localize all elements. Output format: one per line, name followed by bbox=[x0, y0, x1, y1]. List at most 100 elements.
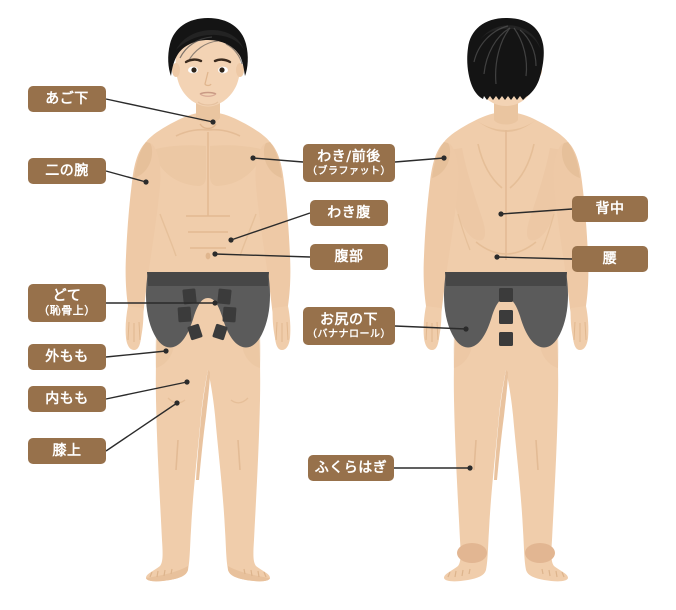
label-text-primary: 内もも bbox=[45, 390, 89, 407]
front-left-toes bbox=[149, 568, 173, 578]
front-left-eyebrow bbox=[184, 58, 203, 64]
label-text-primary: どて bbox=[52, 288, 82, 305]
label-uchi-momo[interactable]: 内もも bbox=[28, 386, 106, 412]
leader-dot-fukubu bbox=[212, 251, 218, 257]
front-left-arm bbox=[125, 142, 161, 323]
front-mouth bbox=[199, 91, 217, 95]
label-text-secondary: （ブラファット） bbox=[307, 165, 391, 177]
label-dote[interactable]: どて（恥骨上） bbox=[28, 284, 106, 322]
front-view-body bbox=[125, 18, 291, 582]
leader-line-koshi bbox=[496, 256, 573, 260]
back-left-calf-line bbox=[473, 439, 477, 471]
back-left-flank-line bbox=[457, 213, 471, 251]
label-text-primary: 腰 bbox=[602, 250, 618, 267]
leader-line-senaka bbox=[500, 208, 573, 215]
label-text-primary: 腹部 bbox=[334, 248, 364, 265]
label-text-primary: わき腹 bbox=[327, 204, 371, 221]
label-text-primary: ふくらはぎ bbox=[314, 459, 388, 476]
label-ago-shita[interactable]: あご下 bbox=[28, 86, 106, 112]
front-hair-highlight-1 bbox=[176, 30, 244, 50]
leader-line-soto-momo bbox=[105, 350, 167, 358]
front-hair-strand-3 bbox=[225, 43, 243, 65]
leader-dot-senaka bbox=[498, 211, 504, 217]
label-waki-bara[interactable]: わき腹 bbox=[310, 200, 388, 226]
leader-dot-waki-zengo bbox=[441, 155, 447, 161]
label-text-secondary: （恥骨上） bbox=[38, 304, 96, 318]
leader-dot-hiza-ue bbox=[174, 400, 180, 406]
leader-line-waki-bara bbox=[230, 212, 311, 241]
leader-dot-koshi bbox=[494, 254, 500, 260]
front-right-arm bbox=[255, 142, 291, 323]
leader-line-ni-no-ude bbox=[105, 170, 147, 183]
back-right-scapula bbox=[509, 143, 535, 189]
back-right-fingers bbox=[573, 321, 587, 342]
front-right-collarbone bbox=[207, 128, 241, 137]
back-right-flank-line bbox=[541, 213, 555, 251]
front-right-foot-shade bbox=[228, 566, 270, 582]
back-hair-strands bbox=[473, 25, 537, 85]
back-underwear bbox=[444, 272, 568, 348]
front-right-fingers bbox=[275, 321, 289, 342]
leader-dot-uchi-momo bbox=[184, 379, 190, 385]
label-fukurahagi[interactable]: ふくらはぎ bbox=[308, 455, 394, 481]
front-left-oblique bbox=[159, 213, 177, 257]
front-left-collarbone bbox=[175, 128, 209, 137]
back-right-lowerback-line bbox=[505, 241, 537, 255]
front-lower-lip bbox=[199, 93, 217, 97]
front-underwear bbox=[146, 272, 270, 348]
front-left-fingers bbox=[127, 321, 141, 342]
leader-dot-soto-momo bbox=[163, 348, 169, 354]
leader-line-oshiri-no-shita bbox=[394, 325, 467, 330]
back-right-heel bbox=[525, 543, 555, 563]
leader-dot-oshiri-no-shita bbox=[463, 326, 469, 332]
front-chin-line bbox=[197, 101, 219, 106]
front-underwear-band bbox=[147, 272, 269, 286]
label-text-primary: 外もも bbox=[45, 348, 89, 365]
label-senaka[interactable]: 背中 bbox=[572, 196, 648, 222]
label-fukubu[interactable]: 腹部 bbox=[310, 244, 388, 270]
leader-dot-waki-bara bbox=[228, 237, 234, 243]
leader-dot-ago-shita bbox=[210, 119, 216, 125]
front-left-delt-shade bbox=[134, 142, 153, 178]
label-oshiri-no-shita[interactable]: お尻の下（バナナロール） bbox=[303, 307, 395, 345]
front-head bbox=[175, 26, 241, 107]
back-left-delt-shade bbox=[432, 142, 451, 178]
back-trap-shade bbox=[476, 120, 536, 132]
label-ni-no-ude[interactable]: 二の腕 bbox=[28, 158, 106, 184]
leader-line-waki-zengo bbox=[252, 157, 304, 163]
back-hair-highlight bbox=[480, 25, 541, 50]
back-left-lowerback-line bbox=[475, 241, 507, 255]
back-underwear-band bbox=[445, 272, 567, 286]
front-underwear-patches bbox=[177, 288, 237, 341]
back-underwear-patches bbox=[499, 288, 513, 346]
label-soto-momo[interactable]: 外もも bbox=[28, 344, 106, 370]
label-text-primary: 二の腕 bbox=[45, 162, 89, 179]
leader-dot-dote bbox=[212, 300, 218, 306]
leader-line-ago-shita bbox=[105, 98, 214, 123]
back-right-calf-line bbox=[535, 439, 539, 471]
back-left-fingers bbox=[425, 321, 439, 342]
label-koshi[interactable]: 腰 bbox=[572, 246, 648, 272]
front-left-pupil bbox=[191, 67, 197, 73]
front-right-toes bbox=[243, 568, 267, 578]
label-waki-zengo[interactable]: わき/前後（ブラファット） bbox=[303, 144, 395, 182]
front-leg-inner-shade bbox=[196, 370, 210, 480]
front-neck-hollow bbox=[199, 123, 217, 130]
back-left-toes bbox=[447, 568, 471, 578]
back-view-body bbox=[423, 18, 589, 582]
front-navel bbox=[205, 252, 211, 260]
leader-dot-ni-no-ude bbox=[143, 179, 149, 185]
front-left-shin-line bbox=[175, 439, 179, 471]
back-left-scapula bbox=[477, 143, 503, 189]
front-hair bbox=[168, 18, 248, 76]
leader-dot-waki-zengo bbox=[250, 155, 256, 161]
back-right-arm bbox=[553, 142, 589, 323]
label-text-primary: あご下 bbox=[45, 90, 89, 107]
back-left-arm bbox=[423, 142, 459, 323]
label-text-secondary: （バナナロール） bbox=[307, 328, 391, 340]
back-right-toes bbox=[541, 568, 565, 578]
label-hiza-ue[interactable]: 膝上 bbox=[28, 438, 106, 464]
front-left-pec bbox=[152, 145, 206, 186]
